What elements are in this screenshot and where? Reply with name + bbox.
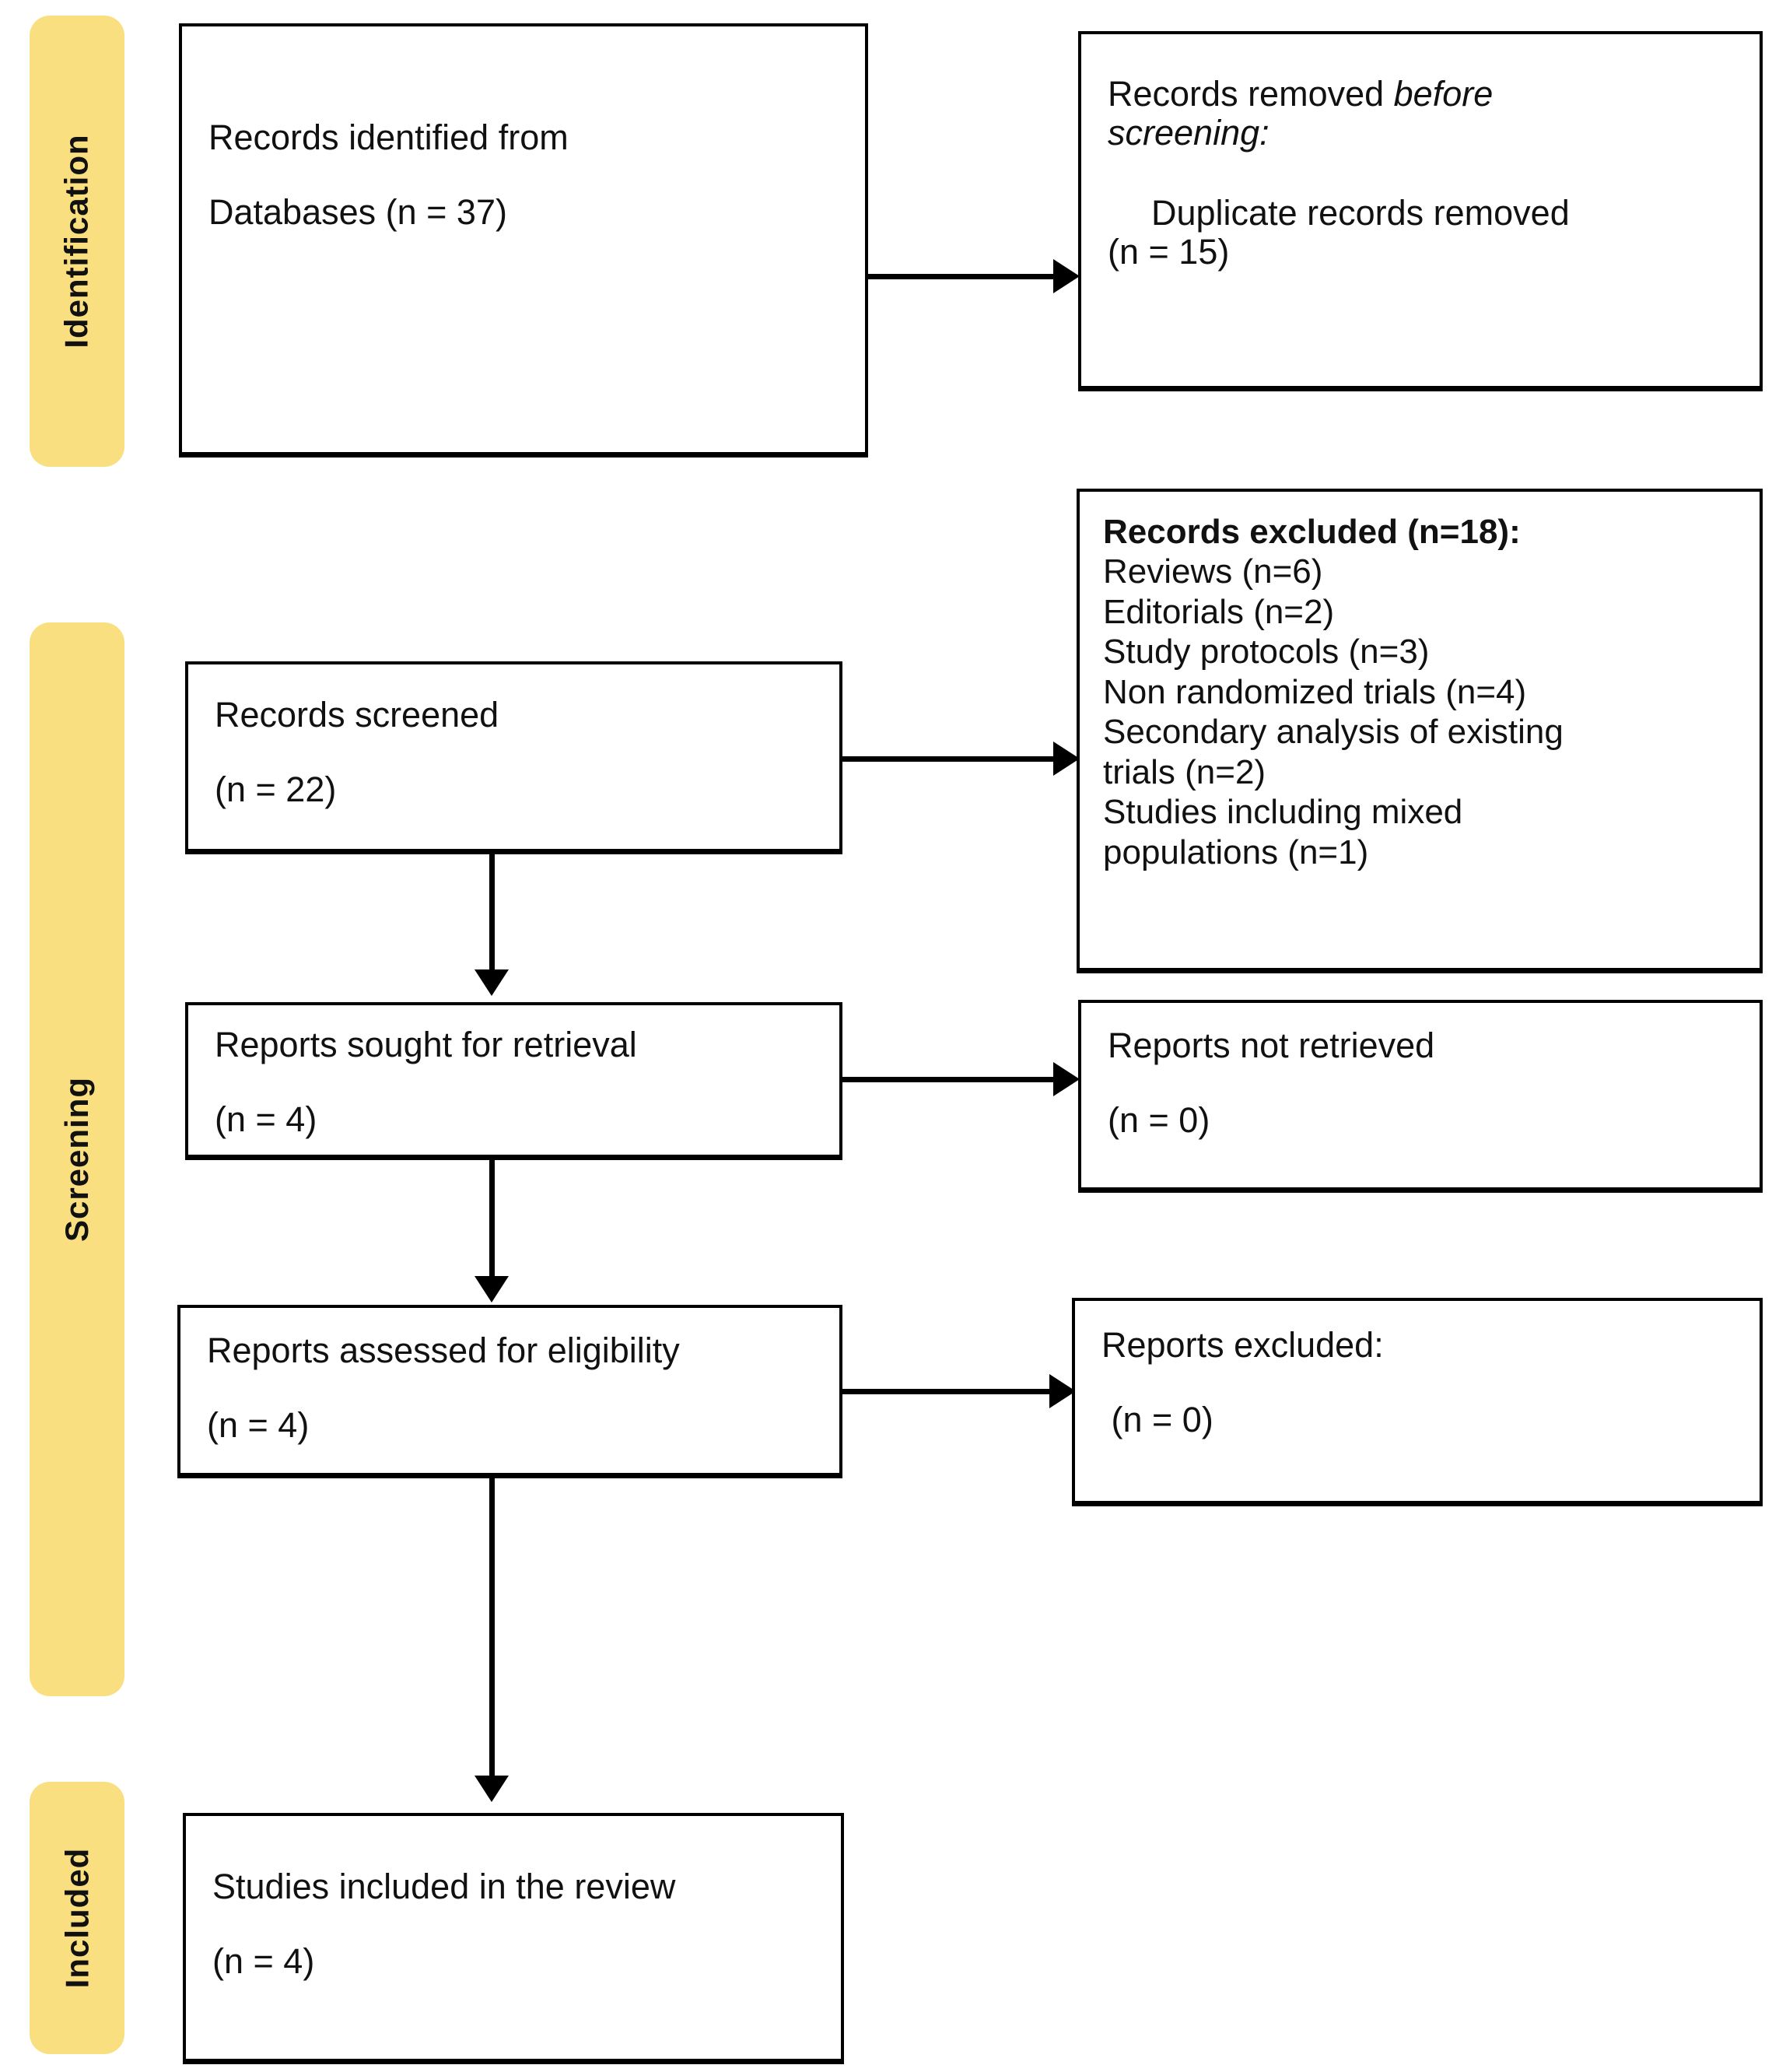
box-reports-assessed: Reports assessed for eligibility (n = 4) [177, 1305, 842, 1476]
reports-assessed-line-2: (n = 4) [207, 1405, 310, 1446]
records-screened-line-1: Records screened [215, 695, 499, 734]
records-excluded-reason-6a: Studies including mixed [1103, 793, 1463, 832]
records-screened-line-2: (n = 22) [215, 770, 337, 810]
arrow-shaft [489, 1159, 495, 1279]
studies-included-line-2: (n = 4) [212, 1941, 315, 1982]
reports-excluded-line-2: (n = 0) [1101, 1400, 1213, 1440]
records-excluded-reason-4: Non randomized trials (n=4) [1103, 672, 1527, 711]
reports-not-retrieved-line-2: (n = 0) [1108, 1100, 1210, 1141]
box-reports-excluded: Reports excluded: (n = 0) [1072, 1298, 1763, 1504]
reports-assessed-line-1: Reports assessed for eligibility [207, 1330, 680, 1370]
records-excluded-reason-1: Reviews (n=6) [1103, 552, 1323, 591]
stage-label-included: Included [58, 1847, 95, 1989]
arrow-head [475, 1776, 509, 1802]
arrow-screened-to-sought [475, 852, 509, 996]
arrow-screened-to-excluded [842, 742, 1080, 776]
records-excluded-reason-5a: Secondary analysis of existing [1103, 713, 1564, 752]
reports-sought-line-1: Reports sought for retrieval [215, 1025, 637, 1064]
box-studies-included: Studies included in the review (n = 4) [183, 1813, 844, 2062]
stage-bar-identification: Identification [30, 16, 124, 467]
box-records-screened: Records screened (n = 22) [185, 661, 842, 852]
arrow-head [1053, 742, 1080, 776]
records-removed-line-1: Records removed before [1108, 74, 1733, 114]
arrow-shaft [842, 756, 1055, 762]
records-excluded-reason-3: Study protocols (n=3) [1103, 633, 1430, 671]
studies-included-line-1: Studies included in the review [212, 1867, 676, 1906]
stage-bar-screening: Screening [30, 622, 124, 1696]
arrow-shaft [868, 273, 1055, 279]
box-records-identified: Records identified from Databases (n = 3… [179, 23, 868, 455]
records-excluded-reason-5b: trials (n=2) [1103, 752, 1266, 791]
arrow-shaft [489, 1475, 495, 1779]
records-removed-line-2: screening: [1108, 113, 1269, 153]
records-removed-italic: before [1393, 74, 1494, 114]
records-removed-line-3: Duplicate records removed [1151, 192, 1570, 233]
arrow-sought-to-assessed [475, 1159, 509, 1302]
arrow-shaft [842, 1076, 1055, 1082]
records-excluded-heading: Records excluded (n=18): [1103, 513, 1521, 551]
arrow-head [1053, 259, 1080, 293]
arrow-head [475, 1276, 509, 1302]
arrow-head [1049, 1374, 1076, 1408]
records-removed-line-4: (n = 15) [1108, 232, 1230, 272]
records-removed-roman: Records removed [1108, 74, 1394, 114]
arrow-assessed-to-included [475, 1475, 509, 1802]
arrow-sought-to-not-retrieved [842, 1062, 1080, 1096]
arrow-shaft [489, 852, 495, 973]
stage-bar-included: Included [30, 1782, 124, 2054]
records-identified-line-2: Databases (n = 37) [208, 192, 507, 233]
box-reports-not-retrieved: Reports not retrieved (n = 0) [1078, 1000, 1763, 1190]
arrow-head [1053, 1062, 1080, 1096]
stage-label-screening: Screening [58, 1076, 96, 1243]
arrow-shaft [842, 1388, 1051, 1394]
reports-not-retrieved-line-1: Reports not retrieved [1108, 1025, 1435, 1065]
reports-excluded-line-1: Reports excluded: [1101, 1325, 1384, 1365]
box-reports-sought: Reports sought for retrieval (n = 4) [185, 1002, 842, 1158]
box-records-removed: Records removed before screening: Duplic… [1078, 31, 1763, 389]
stage-label-identification: Identification [58, 134, 95, 349]
records-excluded-reason-2: Editorials (n=2) [1103, 592, 1335, 631]
arrow-assessed-to-excluded [842, 1374, 1076, 1408]
records-excluded-reason-6b: populations (n=1) [1103, 833, 1369, 871]
arrow-head [475, 969, 509, 996]
arrow-identified-to-removed [868, 259, 1080, 293]
reports-sought-line-2: (n = 4) [215, 1099, 317, 1140]
box-records-excluded: Records excluded (n=18): Reviews (n=6) E… [1077, 489, 1763, 971]
records-identified-line-1: Records identified from [208, 117, 569, 157]
